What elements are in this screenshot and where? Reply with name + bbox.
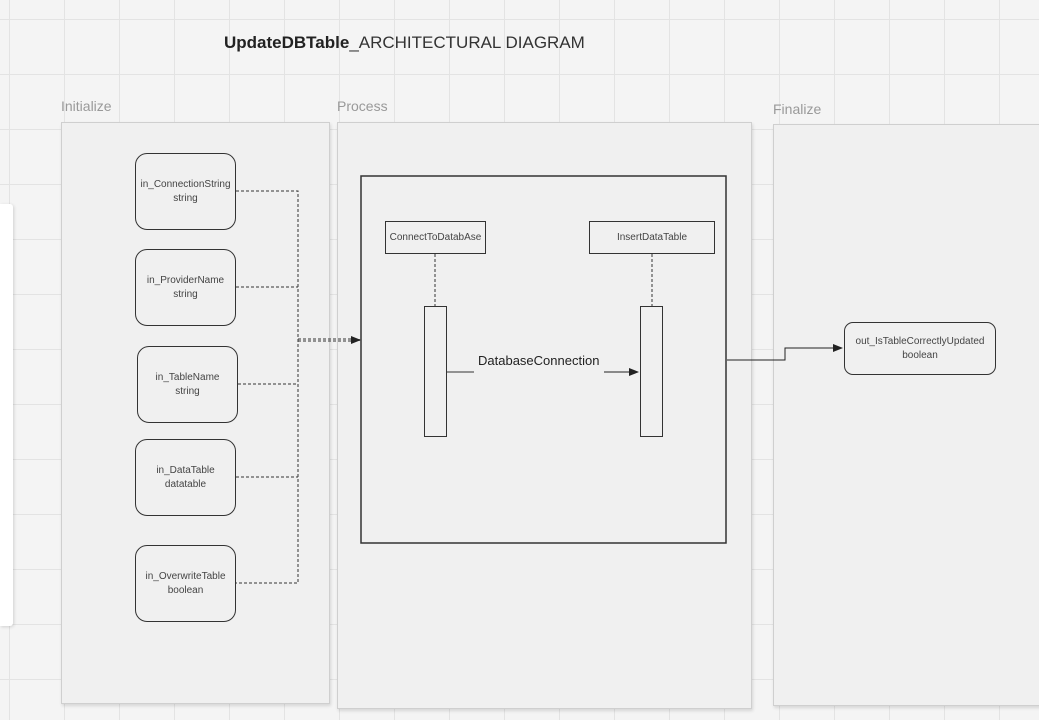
output-name: out_IsTableCorrectlyUpdated [855, 335, 985, 347]
lane-finalize[interactable] [773, 124, 1039, 706]
output-argument[interactable]: out_IsTableCorrectlyUpdated boolean [844, 322, 996, 375]
arg-data-table[interactable]: in_DataTable datatable [135, 439, 236, 516]
process-frame [360, 175, 727, 544]
diagram-title-rest: _ARCHITECTURAL DIAGRAM [349, 33, 585, 52]
arg-type: string [173, 192, 198, 204]
arg-name: in_TableName [155, 371, 220, 383]
side-panel[interactable] [0, 204, 13, 626]
connection-label: DatabaseConnection [477, 353, 601, 368]
lane-label-process: Process [337, 98, 388, 114]
arg-connection-string[interactable]: in_ConnectionString string [135, 153, 236, 230]
arg-type: datatable [164, 478, 207, 490]
lane-label-finalize: Finalize [773, 101, 822, 117]
lane-process[interactable] [337, 122, 752, 709]
dashed-bus-line [236, 190, 299, 584]
diagram-title-bold: UpdateDBTable [224, 33, 350, 52]
arg-provider-name[interactable]: in_ProviderName string [135, 249, 236, 326]
activation-bar-insert[interactable] [640, 306, 663, 437]
activity-insert-data-table[interactable]: InsertDataTable [589, 221, 715, 254]
diagram-title: UpdateDBTable_ARCHITECTURAL DIAGRAM [224, 33, 585, 53]
arg-type: string [173, 288, 198, 300]
arg-type: string [175, 385, 200, 397]
activation-bar-connect[interactable] [424, 306, 447, 437]
activity-connect-to-database[interactable]: ConnectToDatabAse [385, 221, 486, 254]
lane-label-initialize: Initialize [61, 98, 112, 114]
arg-name: in_ConnectionString [140, 178, 231, 190]
arg-overwrite-table[interactable]: in_OverwriteTable boolean [135, 545, 236, 622]
arg-type: boolean [167, 584, 204, 596]
arg-name: in_ProviderName [146, 274, 225, 286]
arg-name: in_DataTable [156, 464, 215, 476]
output-type: boolean [902, 349, 938, 361]
output-arrow [727, 344, 843, 361]
arg-name: in_OverwriteTable [145, 570, 226, 582]
arg-table-name[interactable]: in_TableName string [137, 346, 238, 423]
